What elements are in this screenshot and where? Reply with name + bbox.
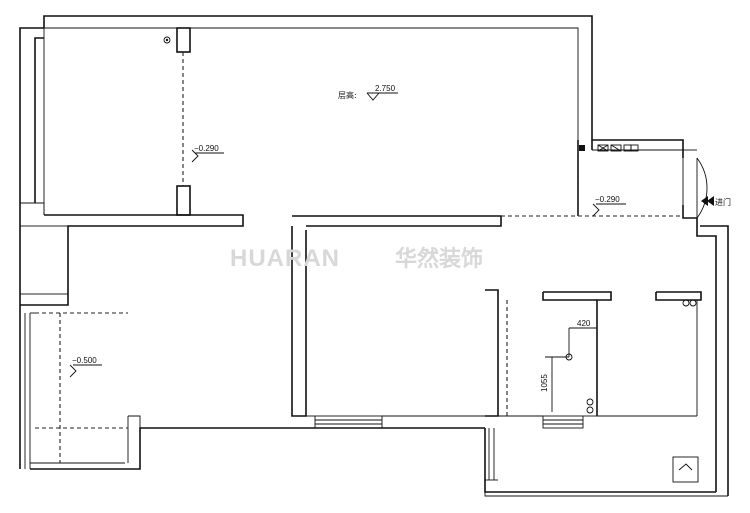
entrance-label: 进门 xyxy=(715,197,731,207)
entrance-arrow-icon xyxy=(701,196,708,206)
fixtures xyxy=(163,36,699,483)
windows xyxy=(30,312,584,481)
level-entry: −0.290 xyxy=(595,195,620,204)
level-left-room: −0.290 xyxy=(194,144,219,153)
watermark-latin: HUARAN xyxy=(230,245,340,272)
outer-walls xyxy=(19,15,729,497)
ceiling-height-value: 2.750 xyxy=(375,84,396,93)
dim-width: 420 xyxy=(577,319,591,328)
dim-height: 1055 xyxy=(540,374,549,392)
dashed-lines xyxy=(35,52,683,463)
ceiling-height-label: 层高: xyxy=(338,90,357,100)
interior-walls xyxy=(19,27,702,463)
entry-door xyxy=(579,144,708,219)
dimension-lines xyxy=(545,327,597,412)
entrance-marker: 进门 xyxy=(701,196,731,207)
watermark: HUARAN 华然装饰 xyxy=(230,245,483,272)
watermark-chinese: 华然装饰 xyxy=(395,246,483,272)
entrance-arrow-icon-2 xyxy=(707,196,714,206)
level-markers xyxy=(69,92,626,378)
level-balcony: −0.500 xyxy=(72,356,97,365)
